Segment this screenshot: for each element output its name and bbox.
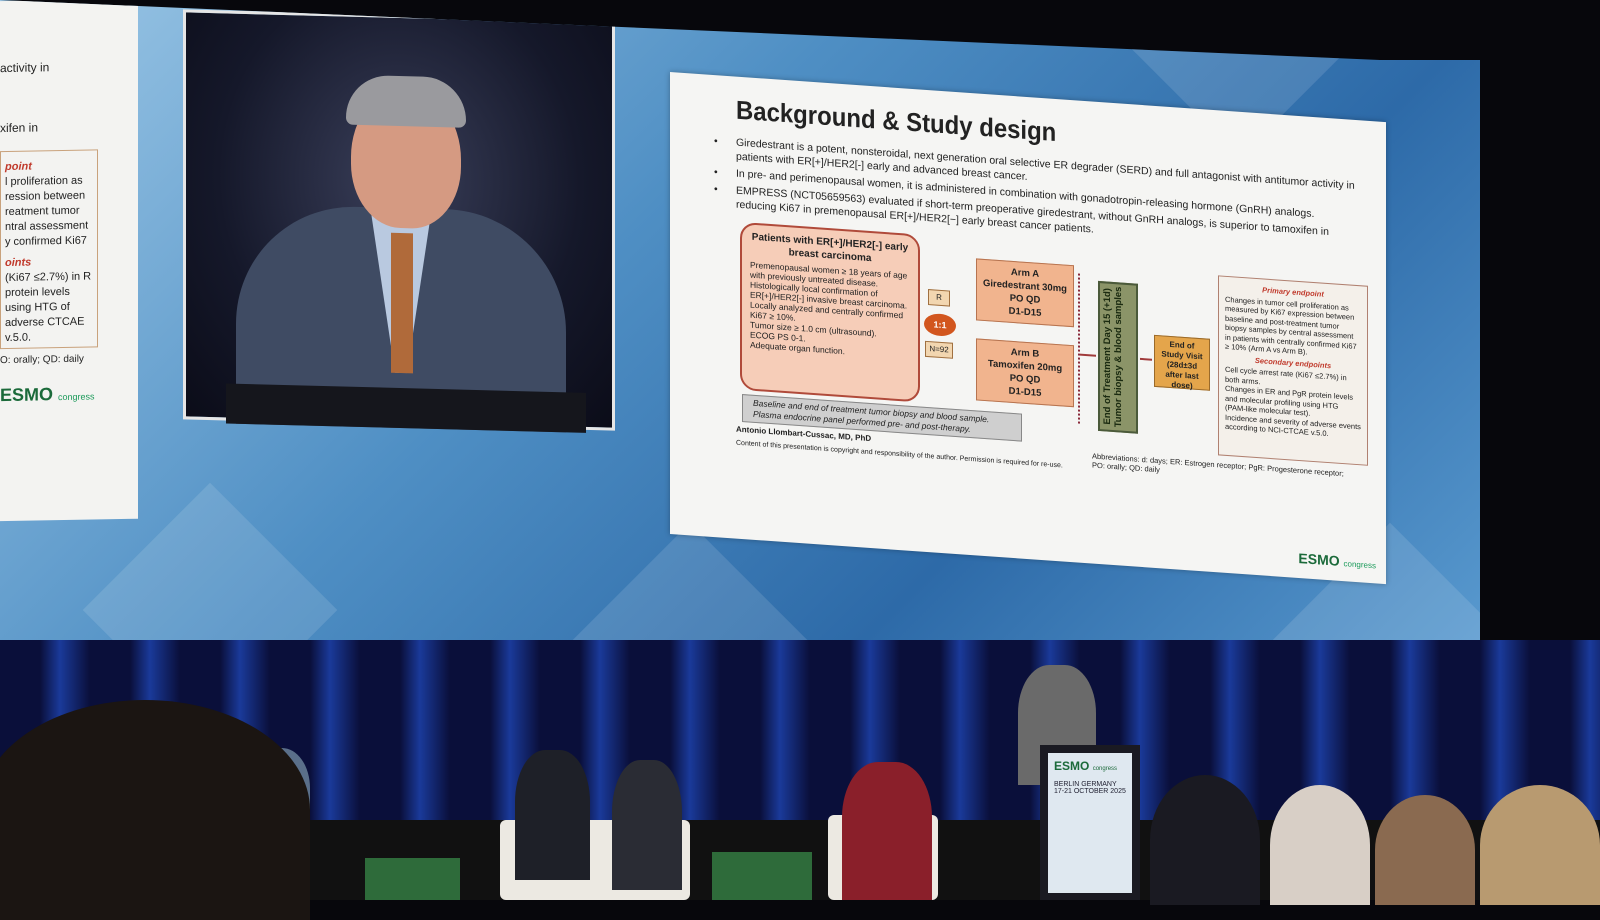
arrow (1140, 357, 1152, 361)
primary-endpoint-text: Changes in tumor cell proliferation as m… (1225, 294, 1357, 357)
presentation-slide: Background & Study design Giredestrant i… (670, 72, 1386, 585)
speaker-hair (346, 74, 466, 128)
sample-size-box: N=92 (925, 340, 953, 359)
logo-sub: congress (1343, 559, 1376, 571)
esmo-logo: ESMO congress (0, 384, 138, 406)
arrow (1080, 353, 1096, 357)
endpoints-box: Primary endpoint Changes in tumor cell p… (1218, 275, 1368, 466)
logo-text: ESMO (0, 384, 54, 406)
podium-location: BERLIN GERMANY (1054, 781, 1117, 788)
logo-sub: congress (58, 391, 95, 403)
endpoints-box: point l proliferation as ression between… (0, 149, 98, 350)
secondary-label: oints (5, 256, 32, 270)
speaker-tie (391, 232, 413, 374)
podium-dates: 17-21 OCTOBER 2025 (1054, 788, 1126, 795)
end-of-treatment-box: End of Treatment Day 15 (+1d) Tumor biop… (1098, 280, 1138, 434)
logo-sub: congress (1092, 766, 1118, 772)
study-design-diagram: Patients with ER[+]/HER2[-] early breast… (736, 221, 1368, 485)
ratio-oval: 1:1 (924, 312, 956, 337)
randomization-box: R (928, 289, 950, 307)
podium-panel: ESMO congress BERLIN GERMANY 17-21 OCTOB… (1048, 753, 1132, 893)
abbreviations: O: orally; QD: daily (0, 353, 84, 367)
text-line: activity in (0, 60, 50, 76)
audience-member (1375, 795, 1475, 905)
lectern (226, 383, 586, 433)
previous-slide-fragment: activity in xifen in point l proliferati… (0, 0, 138, 522)
esmo-logo: ESMO congress (1298, 550, 1376, 571)
audience-member (1480, 785, 1600, 905)
patients-box: Patients with ER[+]/HER2[-] early breast… (740, 221, 920, 403)
arm-b-box: Arm B Tamoxifen 20mg PO QD D1-D15 (976, 338, 1074, 408)
panelist (842, 762, 932, 900)
audience-member (1270, 785, 1370, 905)
dotted-divider (1078, 273, 1080, 424)
text-line: xifen in (0, 120, 39, 136)
projection-screen: activity in xifen in point l proliferati… (0, 0, 1480, 668)
panelist (612, 760, 682, 890)
primary-text: l proliferation as ression between reatm… (5, 174, 89, 249)
copyright-note: Content of this presentation is copyrigh… (736, 439, 1063, 470)
secondary-text: (Ki67 ≤2.7%) in R protein levels using H… (5, 270, 92, 345)
podium: ESMO congress BERLIN GERMANY 17-21 OCTOB… (1040, 745, 1140, 900)
end-of-study-box: End of Study Visit (28d±3d after last do… (1154, 334, 1210, 391)
side-table (365, 858, 460, 900)
panelist (515, 750, 590, 880)
logo-text: ESMO (1054, 759, 1090, 773)
audience-head (0, 700, 310, 920)
side-table (712, 852, 812, 900)
primary-label: point (5, 160, 32, 174)
arm-a-box: Arm A Giredestrant 30mg PO QD D1-D15 (976, 258, 1074, 328)
audience-member (1150, 775, 1260, 905)
speaker-video-feed (183, 9, 615, 433)
logo-text: ESMO (1298, 549, 1340, 569)
